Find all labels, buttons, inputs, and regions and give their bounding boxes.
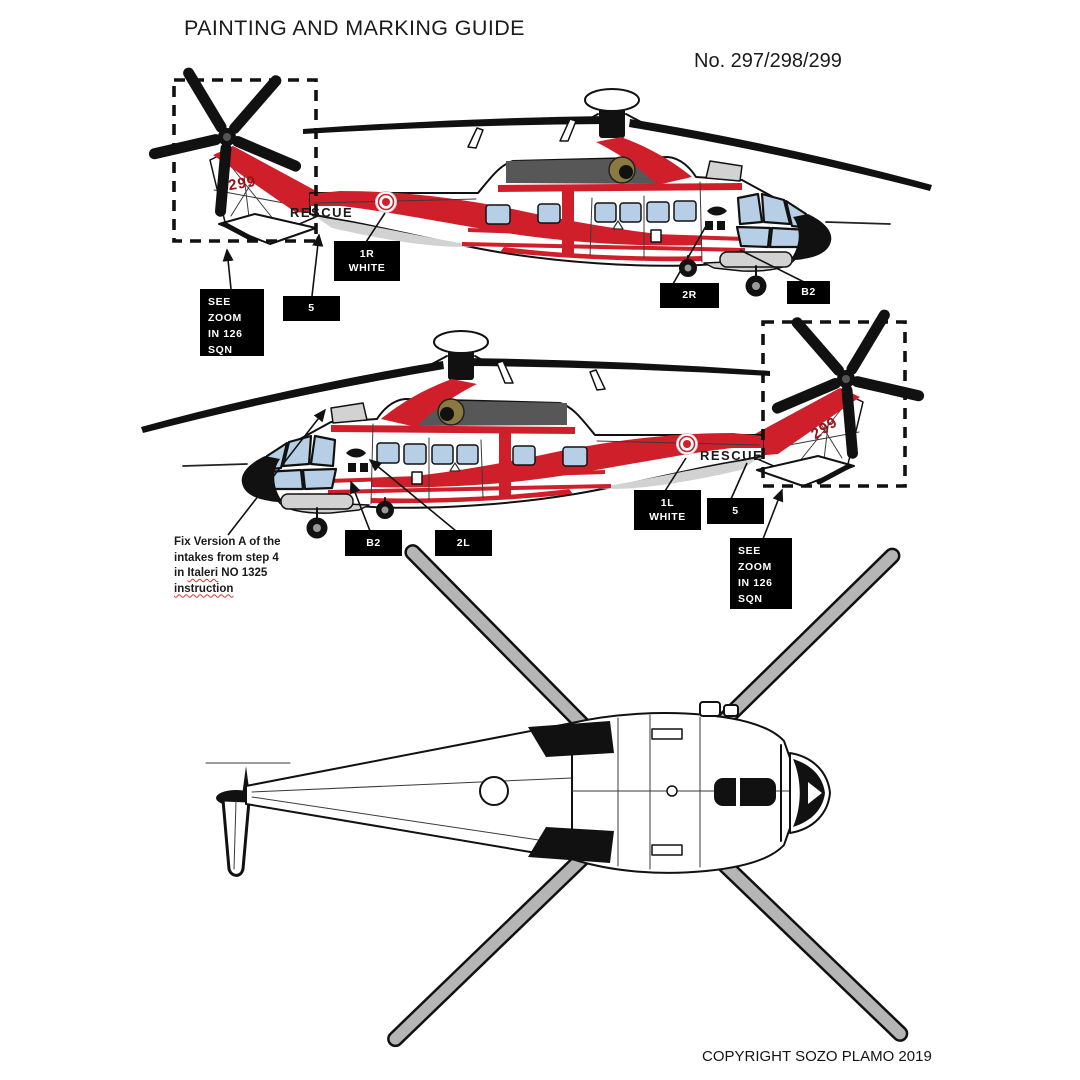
- see-zoom-line: ZOOM: [208, 312, 242, 324]
- decal-label-5-right: 5: [283, 296, 340, 321]
- page-title: PAINTING AND MARKING GUIDE: [184, 16, 525, 40]
- decal-2l-text: 2L: [456, 536, 471, 549]
- see-zoom-line: SEE: [208, 296, 231, 308]
- note-fix-version: Fix Version A of the intakes from step 4…: [174, 535, 294, 597]
- decal-b2-text: B2: [801, 286, 816, 298]
- note-word-italeri: Italeri: [187, 567, 219, 579]
- decal-label-b2-left: B2: [345, 530, 402, 556]
- see-zoom-line: SEE: [738, 545, 761, 557]
- see-zoom-line: SQN: [738, 593, 763, 605]
- see-zoom-line: IN 126: [738, 577, 773, 589]
- decal-label-see-zoom-left: SEE ZOOM IN 126 SQN: [730, 538, 792, 609]
- see-zoom-line: ZOOM: [738, 561, 772, 573]
- decal-1r-code: 1R: [359, 247, 375, 260]
- note-word-instruction: instruction: [174, 582, 234, 595]
- helicopter-side-view-right: RESCUE 299: [148, 66, 932, 297]
- decal-b2-text: B2: [366, 536, 381, 549]
- copyright-text: COPYRIGHT SOZO PLAMO 2019: [702, 1048, 932, 1065]
- note-line: in: [174, 567, 188, 579]
- decal-1l-color: WHITE: [649, 510, 686, 523]
- note-line: Fix Version A of the: [174, 536, 281, 548]
- see-zoom-line: IN 126: [208, 328, 243, 340]
- fuselage-titles-right: RESCUE: [290, 205, 353, 220]
- note-line: intakes from step 4: [174, 551, 279, 564]
- decal-label-2l: 2L: [435, 530, 492, 556]
- main-rotor-blades: [387, 544, 909, 1048]
- decal-2r-text: 2R: [682, 289, 697, 301]
- helicopter-side-view-left: RESCUE 299: [141, 308, 925, 539]
- decal-label-b2-right: B2: [787, 281, 830, 304]
- decal-label-1r: 1R WHITE: [334, 241, 400, 281]
- decal-1r-color: WHITE: [348, 261, 386, 274]
- fuselage-titles-left: RESCUE: [700, 448, 763, 463]
- decal-label-5-left: 5: [707, 498, 764, 524]
- kit-number: No. 297/298/299: [694, 50, 842, 72]
- decal-5-text: 5: [732, 504, 739, 517]
- decal-5-text: 5: [308, 302, 315, 314]
- helicopter-top-view: [205, 544, 909, 1048]
- tail-code-right: 299: [227, 173, 257, 194]
- leader-lines: [222, 212, 807, 540]
- decal-label-2r: 2R: [660, 283, 719, 308]
- decal-label-1l: 1L WHITE: [634, 490, 701, 530]
- see-zoom-line: SQN: [208, 344, 233, 356]
- note-line: NO 1325: [218, 567, 268, 579]
- decal-label-see-zoom-right: SEE ZOOM IN 126 SQN: [200, 289, 264, 356]
- decal-1l-code: 1L: [660, 496, 675, 509]
